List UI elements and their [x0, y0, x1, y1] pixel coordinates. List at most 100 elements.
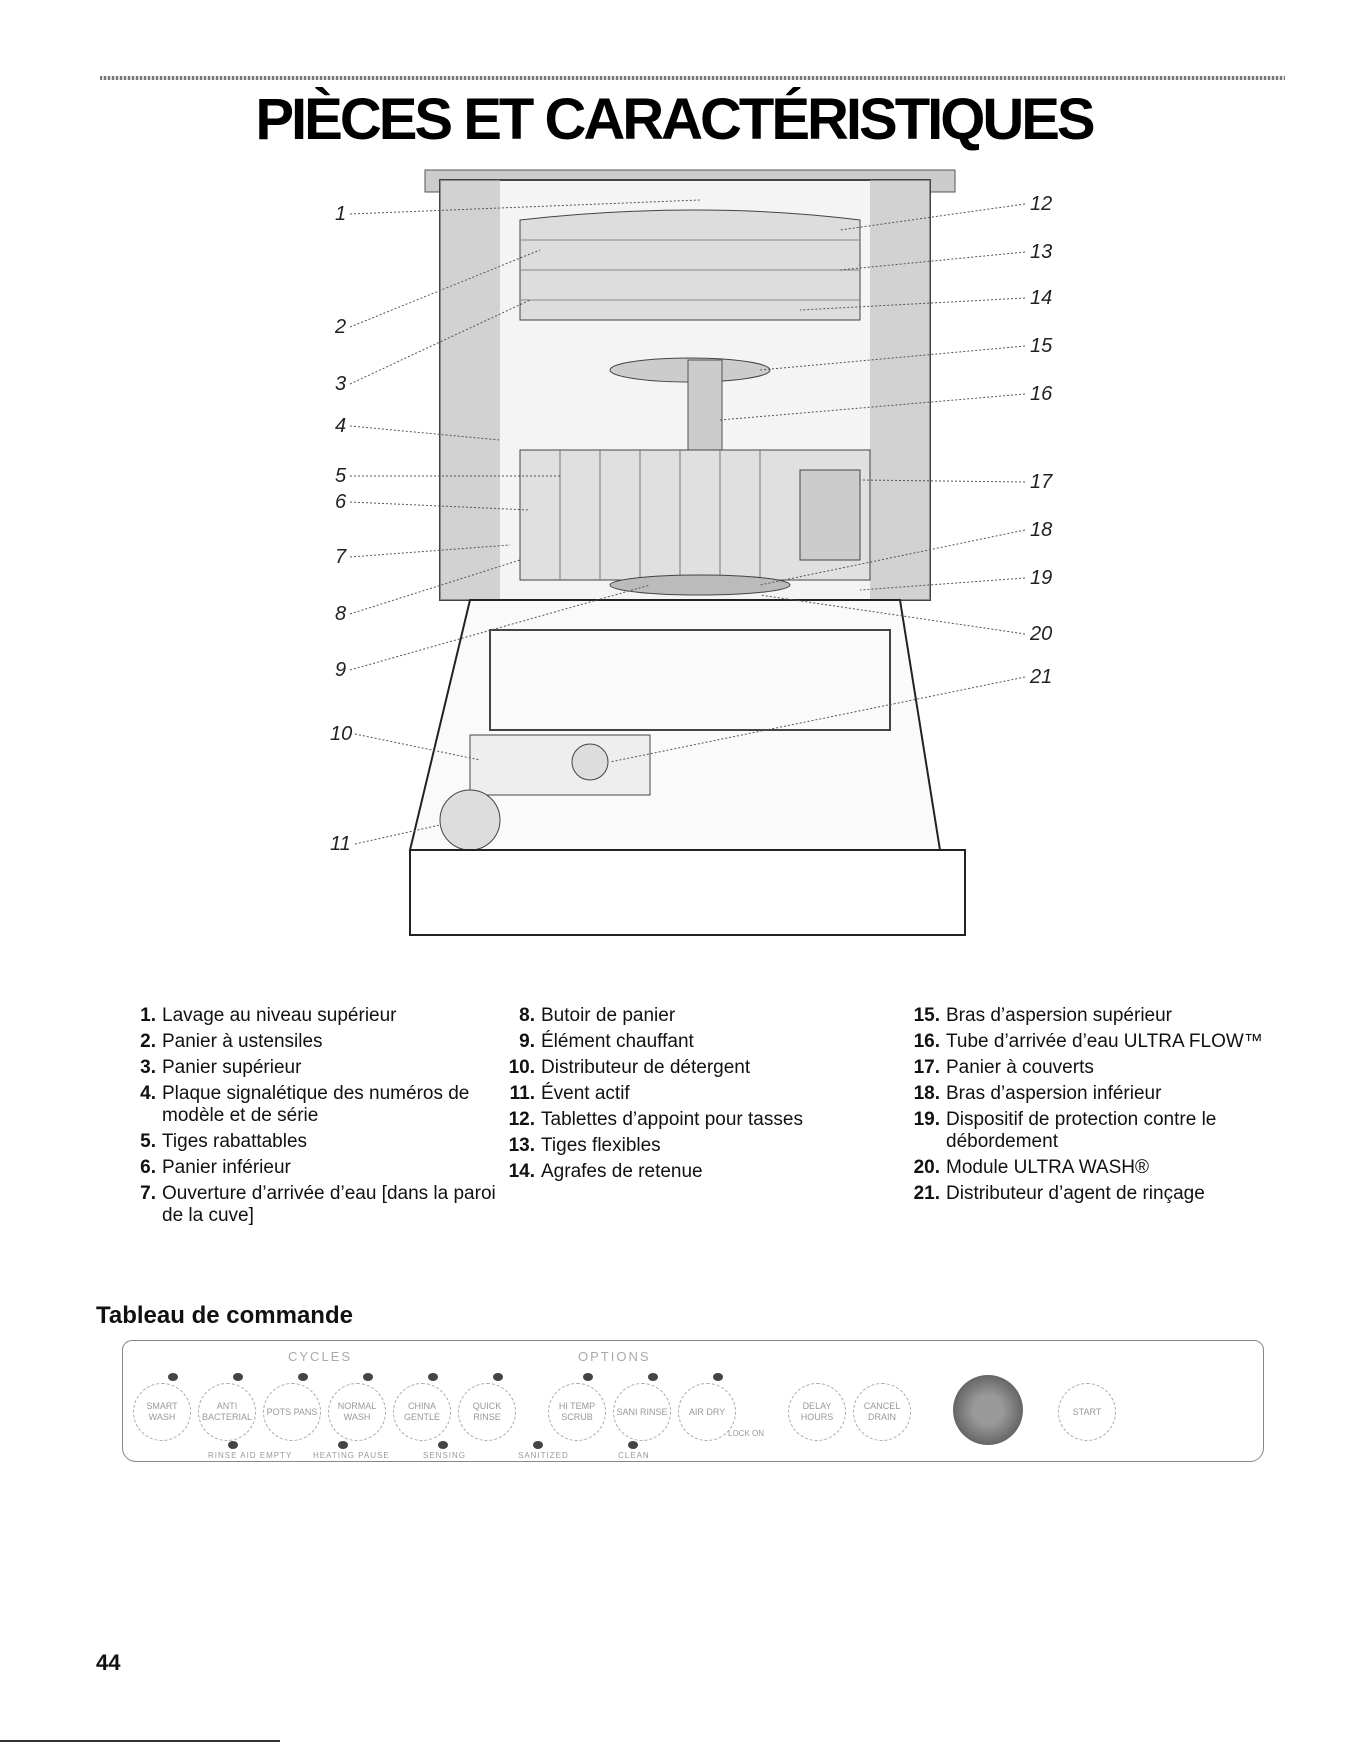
left-wall — [440, 180, 500, 600]
control-panel: CYCLES OPTIONS SMART WASH ANTI BACTERIAL… — [122, 1340, 1264, 1462]
callout-5: 5 — [335, 465, 347, 487]
callout-10: 10 — [330, 723, 352, 745]
lock-on-label: LOCK ON — [728, 1429, 765, 1438]
callout-6: 6 — [335, 491, 347, 513]
quick-rinse-button[interactable]: QUICK RINSE — [458, 1383, 516, 1441]
callout-19: 19 — [1030, 567, 1052, 589]
cancel-drain-button[interactable]: CANCEL DRAIN — [853, 1383, 911, 1441]
parts-list-col1: 1.Lavage au niveau supérieur 2.Panier à … — [118, 1005, 498, 1231]
lower-rack — [519, 449, 871, 581]
parts-list-col2: 8.Butoir de panier 9.Élément chauffant 1… — [497, 1005, 877, 1187]
status-display — [953, 1375, 1023, 1445]
list-item: 21.Distributeur d’agent de rinçage — [913, 1183, 1205, 1204]
list-item: 8.Butoir de panier — [519, 1005, 676, 1026]
upper-rack — [519, 209, 861, 321]
callout-18: 18 — [1030, 519, 1052, 541]
cycle-led — [233, 1373, 243, 1381]
lower-rack-tines — [559, 450, 761, 580]
list-item: 2.Panier à ustensiles — [140, 1031, 323, 1052]
indicator-led — [228, 1441, 238, 1449]
list-item: 10.Distributeur de détergent — [508, 1057, 751, 1078]
page-title: PIÈCES ET CARACTÉRISTIQUES — [255, 87, 1095, 152]
hi-temp-scrub-button[interactable]: HI TEMP SCRUB — [548, 1383, 606, 1441]
list-item: 16.Tube d’arrivée d’eau ULTRA FLOW™ — [913, 1031, 1263, 1052]
cycles-label: CYCLES — [288, 1349, 353, 1364]
callout-15: 15 — [1030, 335, 1053, 357]
callout-20: 20 — [1029, 623, 1052, 645]
callout-7: 7 — [335, 546, 347, 568]
cycle-led — [298, 1373, 308, 1381]
upper-rack-wires — [520, 239, 860, 301]
rinse-aid-dispenser — [571, 743, 609, 781]
list-item: 7.Ouverture d’arrivée d’eau [dans la par… — [140, 1183, 496, 1226]
list-item: 15.Bras d’aspersion supérieur — [913, 1005, 1173, 1026]
indicator-heating-pause: HEATING PAUSE — [313, 1451, 390, 1460]
callout-11: 11 — [330, 833, 351, 855]
control-panel-heading: Tableau de commande — [96, 1302, 353, 1329]
vent — [439, 789, 501, 851]
indicator-led — [533, 1441, 543, 1449]
callouts-right: 12 13 14 15 16 17 18 19 20 21 — [609, 193, 1053, 763]
dishwasher-diagram: 1 2 3 4 5 6 7 8 9 10 11 12 13 14 15 16 1… — [330, 169, 1053, 936]
option-led — [583, 1373, 593, 1381]
indicator-clean: CLEAN — [618, 1451, 650, 1460]
list-item: 9.Élément chauffant — [519, 1031, 694, 1052]
sani-rinse-button[interactable]: SANI RINSE — [613, 1383, 671, 1441]
china-gentle-button[interactable]: CHINA GENTLE — [393, 1383, 451, 1441]
callout-14: 14 — [1030, 287, 1052, 309]
lower-spray-arm — [609, 574, 791, 596]
list-item: 5.Tiges rabattables — [140, 1131, 308, 1152]
list-item: 20.Module ULTRA WASH® — [913, 1157, 1149, 1178]
bottom-rule — [0, 1740, 280, 1742]
callout-2: 2 — [334, 316, 346, 338]
option-led — [713, 1373, 723, 1381]
indicator-rinse-aid-empty: RINSE AID EMPTY — [208, 1451, 293, 1460]
callout-9: 9 — [335, 659, 346, 681]
callout-8: 8 — [335, 603, 346, 625]
callout-21: 21 — [1029, 666, 1052, 688]
cycle-led — [168, 1373, 178, 1381]
callout-16: 16 — [1030, 383, 1053, 405]
door-bottom — [409, 849, 966, 936]
silverware-basket — [799, 469, 861, 561]
list-item: 17.Panier à couverts — [913, 1057, 1094, 1078]
air-dry-button[interactable]: AIR DRY — [678, 1383, 736, 1441]
callout-12: 12 — [1030, 193, 1052, 215]
door-inner-panel — [489, 629, 891, 731]
cycle-led — [428, 1373, 438, 1381]
indicator-led — [338, 1441, 348, 1449]
callout-4: 4 — [335, 415, 346, 437]
callout-1: 1 — [335, 203, 346, 225]
parts-list-col3: 15.Bras d’aspersion supérieur 16.Tube d’… — [902, 1005, 1282, 1209]
list-item: 14.Agrafes de retenue — [508, 1161, 703, 1182]
list-item: 6.Panier inférieur — [140, 1157, 291, 1178]
page-number: 44 — [96, 1650, 121, 1675]
option-led — [648, 1373, 658, 1381]
cycle-led — [363, 1373, 373, 1381]
callouts-left: 1 2 3 4 5 6 7 8 9 10 11 — [330, 199, 701, 855]
normal-wash-button[interactable]: NORMAL WASH — [328, 1383, 386, 1441]
start-button[interactable]: START — [1058, 1383, 1116, 1441]
pots-pans-button[interactable]: POTS PANS — [263, 1383, 321, 1441]
list-item: 13.Tiges flexibles — [508, 1135, 661, 1156]
delay-hours-button[interactable]: DELAY HOURS — [788, 1383, 846, 1441]
indicator-led — [628, 1441, 638, 1449]
indicator-sensing: SENSING — [423, 1451, 467, 1460]
list-item: 1.Lavage au niveau supérieur — [140, 1005, 397, 1026]
cycle-led — [493, 1373, 503, 1381]
top-rule — [100, 76, 1285, 80]
list-item: 3.Panier supérieur — [140, 1057, 302, 1078]
indicator-sanitized: SANITIZED — [518, 1451, 569, 1460]
callout-3: 3 — [335, 373, 346, 395]
list-item: 11.Évent actif — [509, 1083, 630, 1104]
list-item: 4.Plaque signalétique des numéros de mod… — [140, 1083, 470, 1126]
list-item: 12.Tablettes d’appoint pour tasses — [508, 1109, 803, 1130]
indicator-led — [438, 1441, 448, 1449]
smart-wash-button[interactable]: SMART WASH — [133, 1383, 191, 1441]
right-wall — [870, 180, 930, 600]
list-item: 18.Bras d’aspersion inférieur — [913, 1083, 1162, 1104]
callout-13: 13 — [1030, 241, 1052, 263]
detergent-dispenser — [469, 734, 651, 796]
options-label: OPTIONS — [578, 1349, 651, 1364]
anti-bacterial-button[interactable]: ANTI BACTERIAL — [198, 1383, 256, 1441]
